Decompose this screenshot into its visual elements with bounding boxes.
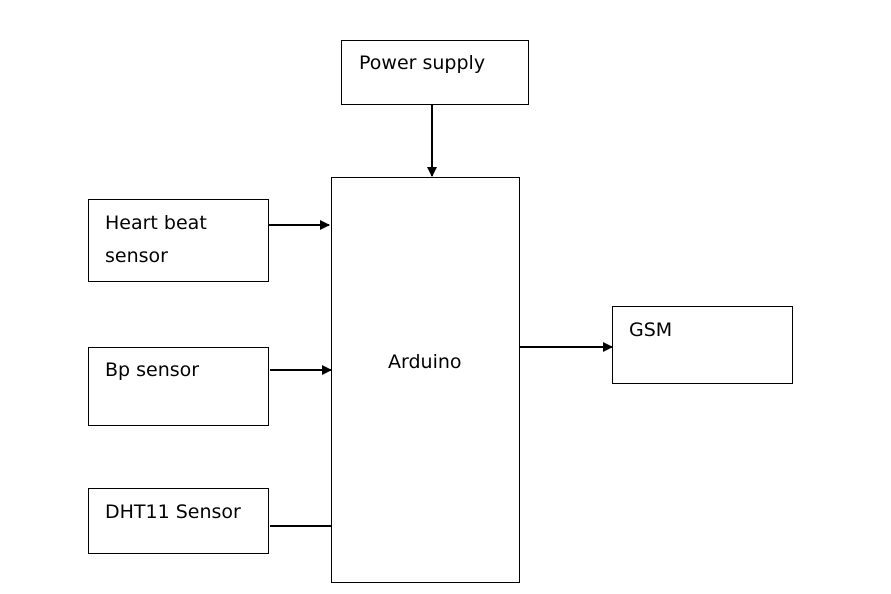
- heart-beat-sensor-label-line2: sensor: [105, 245, 168, 267]
- bp-sensor-block: [88, 347, 269, 426]
- bp-sensor-label: Bp sensor: [105, 359, 200, 381]
- heart-beat-sensor-block: [88, 199, 269, 282]
- gsm-block: [612, 306, 793, 384]
- heart-beat-sensor-label-line1: Heart beat: [105, 212, 207, 234]
- dht11-sensor-label: DHT11 Sensor: [105, 501, 241, 523]
- gsm-label: GSM: [629, 319, 673, 341]
- arduino-label: Arduino: [388, 351, 462, 373]
- power-supply-label: Power supply: [359, 52, 486, 74]
- dht11-sensor-block: [88, 488, 269, 554]
- arduino-block: [331, 177, 520, 583]
- power-supply-block: [341, 40, 529, 105]
